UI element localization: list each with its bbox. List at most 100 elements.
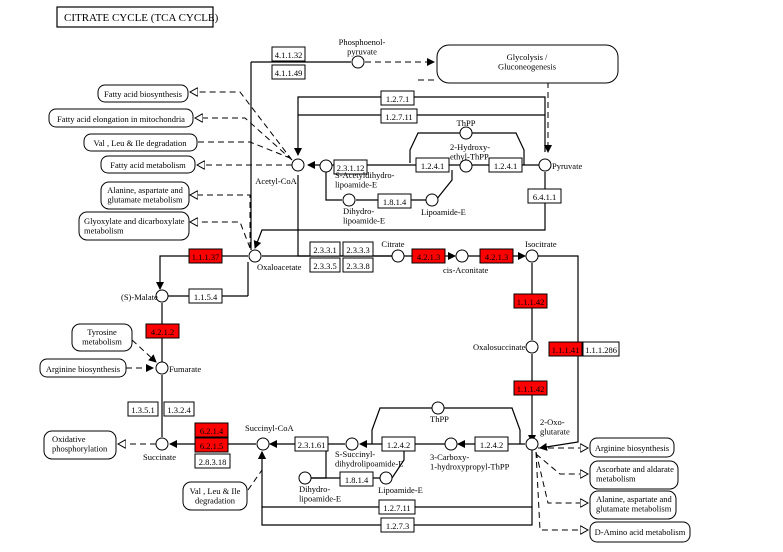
map-fab-label: Fatty acid biosynthesis bbox=[104, 89, 182, 99]
node-lipoamide-top[interactable] bbox=[425, 193, 439, 207]
enzyme-1-2-7-1-top[interactable]: 1.2.7.1 bbox=[380, 90, 415, 106]
node-acetyl-coa[interactable] bbox=[291, 158, 305, 172]
node-malate[interactable] bbox=[155, 289, 169, 303]
map-d-amino-label: D-Amino acid metabolism bbox=[595, 527, 686, 537]
link-ala-bottom bbox=[535, 451, 588, 503]
enzyme-4-2-1-3-b[interactable]: 4.2.1.3 bbox=[479, 248, 514, 264]
enzyme-4-1-1-49[interactable]: 4.1.1.49 bbox=[271, 64, 306, 80]
enzyme-2-3-1-12[interactable]: 2.3.1.12 bbox=[333, 159, 368, 175]
node-carboxy-hydroxypropyl[interactable] bbox=[444, 437, 458, 451]
enzyme-label: 1.3.5.1 bbox=[131, 405, 154, 415]
label-lipoamide-top: Lipoamide-E bbox=[421, 207, 466, 217]
node-s-succinyl[interactable] bbox=[345, 437, 359, 451]
node-citrate[interactable] bbox=[391, 249, 405, 263]
node-oxalosuccinate[interactable] bbox=[525, 340, 539, 354]
node-fumarate[interactable] bbox=[155, 361, 169, 375]
enzyme-1-2-4-2-a[interactable]: 1.2.4.2 bbox=[381, 436, 416, 452]
label-phosphoenolpyruvate: Phosphoenol-pyruvate bbox=[339, 37, 386, 57]
node-succinate[interactable] bbox=[155, 437, 169, 451]
enzyme-label: 1.3.2.4 bbox=[167, 405, 191, 415]
enzyme-1-1-1-42-b[interactable]: 1.1.1.42 bbox=[513, 380, 548, 396]
line-thpp-loop bbox=[409, 132, 466, 163]
node-thpp-top[interactable] bbox=[459, 126, 473, 140]
link-fab bbox=[190, 92, 293, 161]
node-succinyl-coa[interactable] bbox=[256, 437, 270, 451]
node-dihydrolipoamide-bottom[interactable] bbox=[298, 471, 312, 485]
enzyme-2-3-1-61[interactable]: 2.3.1.61 bbox=[294, 436, 329, 452]
map-arg-right-label: Arginine biosynthesis bbox=[595, 443, 669, 453]
enzyme-1-8-1-4-bottom[interactable]: 1.8.1.4 bbox=[339, 471, 374, 487]
label-lipoamide-bottom: Lipoamide-E bbox=[378, 485, 423, 495]
node-hydroxyethyl-thpp[interactable] bbox=[459, 159, 473, 173]
map-glycolysis[interactable]: Glycolysis /Gluconeogenesis bbox=[436, 44, 619, 84]
enzyme-1-2-4-1-a[interactable]: 1.2.4.1 bbox=[415, 157, 450, 173]
node-pyruvate[interactable] bbox=[538, 158, 552, 172]
map-val-leu-ile-top[interactable]: Val , Leu & Ile degradation bbox=[83, 133, 198, 152]
node-isocitrate[interactable] bbox=[525, 249, 539, 263]
diagram-title: CITRATE CYCLE (TCA CYCLE) bbox=[56, 6, 219, 28]
enzyme-label: 1.1.1.42 bbox=[517, 384, 545, 394]
enzyme-2-3-3-1[interactable]: 2.3.3.1 bbox=[309, 241, 341, 257]
enzyme-1-2-7-11-top[interactable]: 1.2.7.11 bbox=[380, 108, 418, 124]
link-tyr bbox=[131, 339, 157, 363]
enzyme-2-3-3-5[interactable]: 2.3.3.5 bbox=[309, 257, 341, 273]
enzyme-2-8-3-18[interactable]: 2.8.3.18 bbox=[194, 453, 231, 469]
enzyme-1-1-1-41[interactable]: 1.1.1.41 bbox=[548, 341, 583, 357]
node-dihydrolipoamide-top[interactable] bbox=[342, 193, 356, 207]
node-cis-aconitate[interactable] bbox=[455, 249, 469, 263]
enzyme-boxes: 4.1.1.32 4.1.1.49 1.2.7.1 1.2.7.11 2.3.1… bbox=[127, 46, 620, 533]
node-s-acetyldihydro[interactable] bbox=[319, 159, 333, 173]
node-oxaloacetate[interactable] bbox=[248, 249, 262, 263]
enzyme-4-1-1-32[interactable]: 4.1.1.32 bbox=[271, 46, 306, 62]
enzyme-1-1-1-286[interactable]: 1.1.1.286 bbox=[582, 341, 620, 357]
label-isocitrate: Isocitrate bbox=[525, 239, 557, 249]
line-dihydro-l bbox=[325, 168, 342, 201]
node-thpp-bottom[interactable] bbox=[431, 401, 445, 415]
enzyme-1-8-1-4-top[interactable]: 1.8.1.4 bbox=[377, 193, 412, 209]
node-phosphoenolpyruvate[interactable] bbox=[351, 55, 365, 69]
map-d-amino[interactable]: D-Amino acid metabolism bbox=[589, 521, 691, 543]
enzyme-6-2-1-4[interactable]: 6.2.1.4 bbox=[194, 422, 229, 438]
map-fatty-acid-elongation[interactable]: Fatty acid elongation in mitochondria bbox=[48, 108, 194, 128]
enzyme-2-3-3-3[interactable]: 2.3.3.3 bbox=[342, 241, 374, 257]
enzyme-6-4-1-1[interactable]: 6.4.1.1 bbox=[527, 188, 562, 204]
enzyme-4-2-1-3-a[interactable]: 4.2.1.3 bbox=[411, 248, 446, 264]
enzyme-label: 1.1.1.37 bbox=[192, 252, 220, 262]
enzyme-label: 1.2.4.2 bbox=[480, 440, 503, 450]
enzyme-1-2-4-1-b[interactable]: 1.2.4.1 bbox=[488, 157, 523, 173]
compound-nodes bbox=[155, 55, 552, 485]
enzyme-6-2-1-5[interactable]: 6.2.1.5 bbox=[194, 437, 229, 453]
enzyme-1-1-5-4[interactable]: 1.1.5.4 bbox=[188, 288, 223, 304]
enzyme-1-2-7-11-bottom[interactable]: 1.2.7.11 bbox=[378, 499, 416, 515]
map-fatty-acid-biosynthesis[interactable]: Fatty acid biosynthesis bbox=[97, 84, 189, 103]
enzyme-1-3-5-1[interactable]: 1.3.5.1 bbox=[127, 401, 159, 417]
enzyme-1-3-2-4[interactable]: 1.3.2.4 bbox=[163, 401, 195, 417]
enzyme-1-1-1-37[interactable]: 1.1.1.37 bbox=[188, 248, 223, 264]
map-glycolysis-label: Glycolysis /Gluconeogenesis bbox=[498, 52, 556, 72]
label-succinyl-coa: Succinyl-CoA bbox=[245, 423, 294, 433]
map-arginine-right[interactable]: Arginine biosynthesis bbox=[589, 437, 675, 458]
link-damino bbox=[535, 451, 588, 530]
enzyme-label: 2.3.3.3 bbox=[346, 245, 369, 255]
title-text: CITRATE CYCLE (TCA CYCLE) bbox=[64, 12, 219, 24]
label-fumarate: Fumarate bbox=[169, 364, 201, 374]
enzyme-1-1-1-42-a[interactable]: 1.1.1.42 bbox=[513, 293, 548, 309]
node-lipoamide-bottom[interactable] bbox=[379, 471, 393, 485]
enzyme-1-2-7-3[interactable]: 1.2.7.3 bbox=[380, 517, 415, 533]
map-arginine-left[interactable]: Arginine biosynthesis bbox=[39, 358, 127, 378]
enzyme-4-2-1-2[interactable]: 4.2.1.2 bbox=[145, 323, 180, 339]
enzyme-2-3-3-8[interactable]: 2.3.3.8 bbox=[342, 257, 374, 273]
node-oxoglutarate[interactable] bbox=[525, 437, 539, 451]
enzyme-1-2-4-2-b[interactable]: 1.2.4.2 bbox=[474, 436, 509, 452]
map-fatty-acid-metabolism[interactable]: Fatty acid metabolism bbox=[100, 155, 196, 174]
